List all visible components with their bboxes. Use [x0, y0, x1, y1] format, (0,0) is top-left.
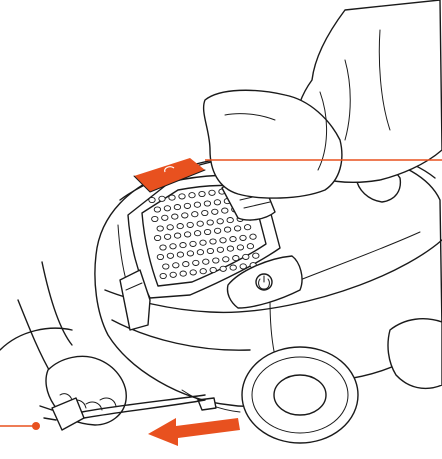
grille-hole	[169, 195, 175, 200]
grille-hole	[217, 219, 223, 224]
grille-hole	[202, 210, 208, 215]
grille-hole	[162, 215, 168, 220]
grille-hole	[203, 259, 209, 264]
grille-hole	[227, 218, 233, 223]
grille-hole	[160, 273, 166, 278]
grille-hole	[149, 197, 155, 202]
grille-hole	[172, 214, 178, 219]
grille-hole	[187, 222, 193, 227]
grille-hole	[154, 207, 160, 212]
grille-hole	[159, 196, 165, 201]
grille-hole	[207, 248, 213, 253]
grille-hole	[167, 253, 173, 258]
grille-hole	[244, 225, 250, 230]
grille-hole	[247, 244, 253, 249]
grille-hole	[177, 252, 183, 257]
grille-hole	[193, 260, 199, 265]
grille-hole	[179, 194, 185, 199]
arrow-left-icon	[148, 418, 240, 446]
grille-hole	[200, 269, 206, 274]
side-wheel	[388, 319, 442, 389]
grille-hole	[167, 225, 173, 230]
grille-hole	[207, 220, 213, 225]
grille-hole	[199, 191, 205, 196]
grille-hole	[157, 254, 163, 259]
grille-hole	[177, 224, 183, 229]
grille-hole	[230, 237, 236, 242]
grille-hole	[174, 233, 180, 238]
grille-hole	[184, 203, 190, 208]
grille-hole	[180, 243, 186, 248]
grille-hole	[189, 193, 195, 198]
grille-hole	[182, 213, 188, 218]
grille-hole	[209, 190, 215, 195]
grille-hole	[204, 201, 210, 206]
grille-hole	[197, 250, 203, 255]
grille-hole	[194, 202, 200, 207]
grille-hole	[210, 267, 216, 272]
grille-hole	[240, 264, 246, 269]
grille-hole	[183, 262, 189, 267]
grille-hole	[197, 221, 203, 226]
grille-hole	[157, 226, 163, 231]
grille-hole	[173, 263, 179, 268]
grille-hole	[214, 228, 220, 233]
grille-hole	[230, 265, 236, 270]
grille-hole	[233, 256, 239, 261]
grille-hole	[190, 241, 196, 246]
grille-hole	[174, 205, 180, 210]
grille-hole	[234, 226, 240, 231]
grille-hole	[220, 238, 226, 243]
grille-hole	[160, 245, 166, 250]
grille-hole	[214, 200, 220, 205]
grille-hole	[192, 212, 198, 217]
grille-hole	[222, 208, 228, 213]
grille-hole	[213, 258, 219, 263]
callout-power-plug	[0, 422, 40, 430]
grille-hole	[194, 231, 200, 236]
grille-hole	[223, 257, 229, 262]
grille-hole	[164, 206, 170, 211]
operator-arm	[204, 0, 442, 198]
grille-hole	[237, 245, 243, 250]
grille-hole	[163, 264, 169, 269]
grille-hole	[187, 251, 193, 256]
grille-hole	[152, 216, 158, 221]
grille-hole	[243, 254, 249, 259]
grille-hole	[170, 272, 176, 277]
grille-hole	[224, 227, 230, 232]
grille-hole	[227, 246, 233, 251]
grille-hole	[210, 239, 216, 244]
grille-hole	[204, 229, 210, 234]
grille-hole	[217, 247, 223, 252]
grille-hole	[164, 234, 170, 239]
grille-hole	[154, 235, 160, 240]
grille-hole	[220, 266, 226, 271]
grille-hole	[200, 240, 206, 245]
grille-hole	[170, 244, 176, 249]
grille-hole	[212, 209, 218, 214]
grille-hole	[250, 234, 256, 239]
grille-hole	[180, 271, 186, 276]
grille-hole	[190, 270, 196, 275]
grille-hole	[184, 232, 190, 237]
rear-wheel	[242, 347, 358, 443]
grille-hole	[253, 253, 259, 258]
grille-hole	[240, 235, 246, 240]
